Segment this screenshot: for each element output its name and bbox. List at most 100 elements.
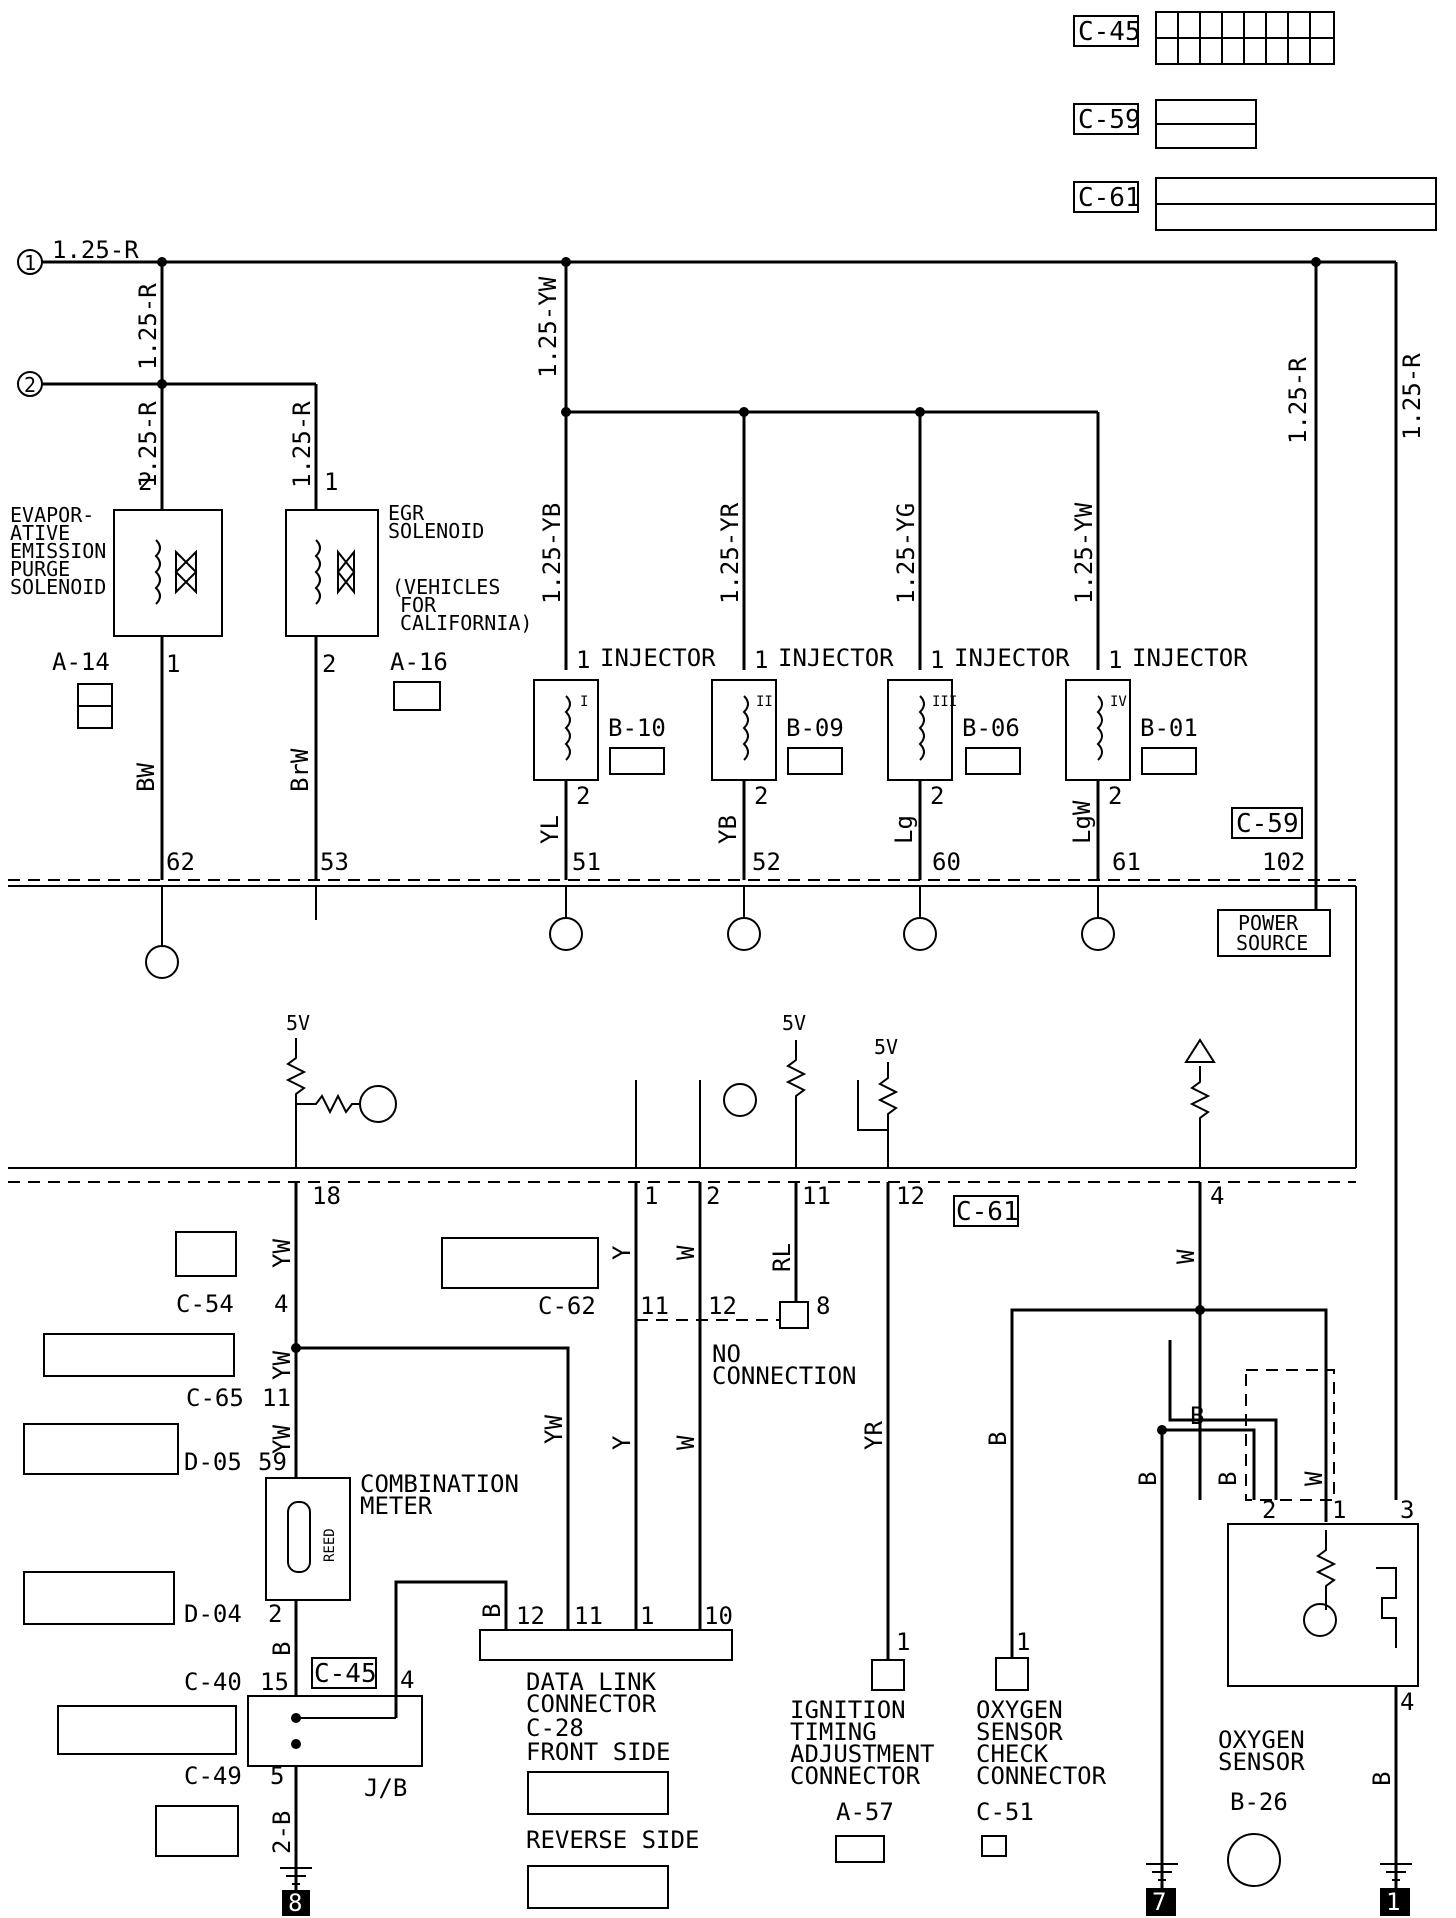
- svg-text:SENSOR: SENSOR: [976, 1718, 1063, 1746]
- ecu-box: [8, 879, 1357, 1183]
- svg-text:60: 60: [932, 848, 961, 876]
- svg-text:EVAPOR-: EVAPOR-: [10, 503, 94, 527]
- svg-text:C-40: C-40: [184, 1668, 242, 1696]
- svg-text:W: W: [1300, 1471, 1328, 1486]
- svg-text:C-61: C-61: [956, 1197, 1019, 1227]
- svg-text:TIMING: TIMING: [790, 1718, 877, 1746]
- connector-label: A-16: [390, 648, 448, 676]
- svg-text:POWER: POWER: [1238, 911, 1299, 935]
- svg-text:1: 1: [166, 650, 180, 678]
- data-link-connector: 12 11 1 10 DATA LINK CONNECTOR C-28 FRON…: [479, 1602, 733, 1909]
- svg-text:III: III: [932, 694, 957, 710]
- svg-text:12: 12: [896, 1182, 925, 1210]
- svg-text:D-04: D-04: [184, 1600, 242, 1628]
- svg-text:A-57: A-57: [836, 1798, 894, 1826]
- svg-text:2-B: 2-B: [268, 1811, 296, 1854]
- connector-label: A-14: [52, 648, 110, 676]
- connector-c61: C-61: [953, 1195, 1019, 1227]
- svg-text:(VEHICLES: (VEHICLES: [392, 575, 500, 599]
- svg-text:5V: 5V: [286, 1011, 310, 1035]
- wire-label: 1.25-R: [288, 401, 316, 488]
- wire-label: 1.25-R: [1398, 353, 1426, 440]
- connector-label: C-45: [1078, 17, 1141, 47]
- svg-text:1: 1: [324, 468, 338, 496]
- svg-text:7: 7: [1152, 1888, 1166, 1916]
- svg-text:102: 102: [1262, 848, 1305, 876]
- svg-text:CONNECTOR: CONNECTOR: [526, 1690, 657, 1718]
- oxygen-sensor-check-connector: 1 OXYGEN SENSOR CHECK CONNECTOR C-51: [976, 1628, 1107, 1857]
- svg-text:FOR: FOR: [400, 593, 437, 617]
- svg-text:SENSOR: SENSOR: [1218, 1748, 1305, 1776]
- svg-text:59: 59: [258, 1448, 287, 1476]
- svg-text:C-51: C-51: [976, 1798, 1034, 1826]
- svg-text:YL: YL: [536, 815, 564, 844]
- svg-text:YW: YW: [268, 1351, 296, 1380]
- svg-text:1: 1: [640, 1602, 654, 1630]
- svg-text:11: 11: [262, 1384, 291, 1412]
- svg-text:CALIFORNIA): CALIFORNIA): [400, 611, 532, 635]
- svg-text:COMBINATION: COMBINATION: [360, 1470, 519, 1498]
- svg-text:B: B: [1134, 1472, 1162, 1486]
- connector-c49: C-49 5: [155, 1762, 284, 1857]
- svg-text:3: 3: [1400, 1496, 1414, 1524]
- injector-1: 1.25-YB 1 INJECTOR I B-10 2 YL 51: [533, 503, 716, 880]
- driver-transistors: [145, 886, 1115, 979]
- wire-label: 1.25-YW: [534, 276, 562, 378]
- svg-text:Y: Y: [608, 1435, 636, 1450]
- svg-text:II: II: [756, 694, 773, 710]
- svg-text:C-49: C-49: [184, 1762, 242, 1790]
- svg-text:LgW: LgW: [1068, 800, 1096, 844]
- svg-text:YW: YW: [268, 1425, 296, 1454]
- svg-text:PURGE: PURGE: [10, 557, 70, 581]
- connector-label: C-59: [1078, 105, 1141, 135]
- svg-text:1: 1: [896, 1628, 910, 1656]
- svg-text:RL: RL: [768, 1243, 796, 1272]
- svg-text:15: 15: [260, 1668, 289, 1696]
- svg-text:C-54: C-54: [176, 1290, 234, 1318]
- wire-label: 1.25-R: [1284, 357, 1312, 444]
- connector-label: B-10: [608, 714, 666, 742]
- svg-text:J/B: J/B: [364, 1774, 407, 1802]
- svg-text:2: 2: [754, 782, 768, 810]
- svg-text:D-05: D-05: [184, 1448, 242, 1476]
- svg-text:DATA LINK: DATA LINK: [526, 1668, 657, 1696]
- connector-label: B-09: [786, 714, 844, 742]
- svg-text:1: 1: [644, 1182, 658, 1210]
- svg-text:1: 1: [576, 646, 590, 674]
- svg-text:OXYGEN: OXYGEN: [1218, 1726, 1305, 1754]
- connector-label: B-01: [1140, 714, 1198, 742]
- svg-text:1: 1: [930, 646, 944, 674]
- connector-c45-top: C-45: [1073, 11, 1335, 65]
- svg-text:62: 62: [166, 848, 195, 876]
- svg-text:W: W: [672, 1245, 700, 1260]
- svg-text:1: 1: [754, 646, 768, 674]
- svg-text:SOLENOID: SOLENOID: [10, 575, 106, 599]
- svg-text:Lg: Lg: [890, 815, 918, 844]
- connector-c62: C-62 11 12 8 NO CONNECTION: [441, 1237, 857, 1390]
- svg-text:5V: 5V: [874, 1035, 898, 1059]
- svg-text:B: B: [1368, 1772, 1396, 1786]
- svg-text:B: B: [1190, 1402, 1204, 1430]
- svg-text:2: 2: [576, 782, 590, 810]
- svg-text:INJECTOR: INJECTOR: [1132, 644, 1248, 672]
- svg-text:YW: YW: [268, 1239, 296, 1268]
- wire-label: BW: [132, 763, 160, 792]
- svg-text:C-28: C-28: [526, 1714, 584, 1742]
- svg-text:INJECTOR: INJECTOR: [600, 644, 716, 672]
- svg-text:EGR: EGR: [388, 501, 425, 525]
- svg-text:1.25-YW: 1.25-YW: [1070, 502, 1098, 604]
- svg-text:2: 2: [24, 373, 36, 397]
- svg-text:Y: Y: [608, 1245, 636, 1260]
- svg-text:CONNECTION: CONNECTION: [712, 1362, 857, 1390]
- wire-label: 1.25-R: [52, 236, 139, 264]
- svg-text:YB: YB: [714, 815, 742, 844]
- input-1: 1: [17, 249, 43, 275]
- connector-c65: C-65 11: [43, 1333, 291, 1412]
- svg-text:NO: NO: [712, 1340, 741, 1368]
- connector-d05: D-05 59: [23, 1423, 287, 1476]
- svg-text:C-62: C-62: [538, 1292, 596, 1320]
- ignition-timing-connector: 1 IGNITION TIMING ADJUSTMENT CONNECTOR A…: [790, 1628, 935, 1863]
- ground-8: 8: [280, 1867, 312, 1917]
- svg-text:1: 1: [1332, 1496, 1346, 1524]
- svg-text:61: 61: [1112, 848, 1141, 876]
